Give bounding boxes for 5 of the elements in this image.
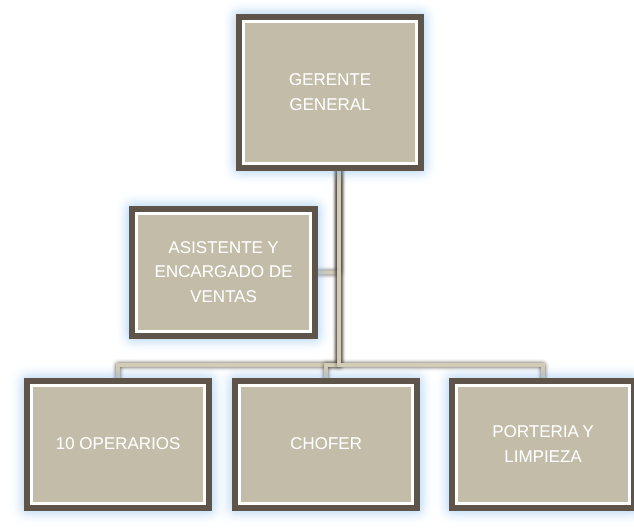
position-title: ASISTENTE Y ENCARGADO DE VENTAS xyxy=(154,236,294,308)
position-title: PORTERIA Y LIMPIEZA xyxy=(491,420,595,468)
position-title: GERENTE GENERAL xyxy=(288,68,372,116)
position-title: CHOFER xyxy=(290,433,362,456)
position-title: 10 OPERARIOS xyxy=(56,433,180,456)
